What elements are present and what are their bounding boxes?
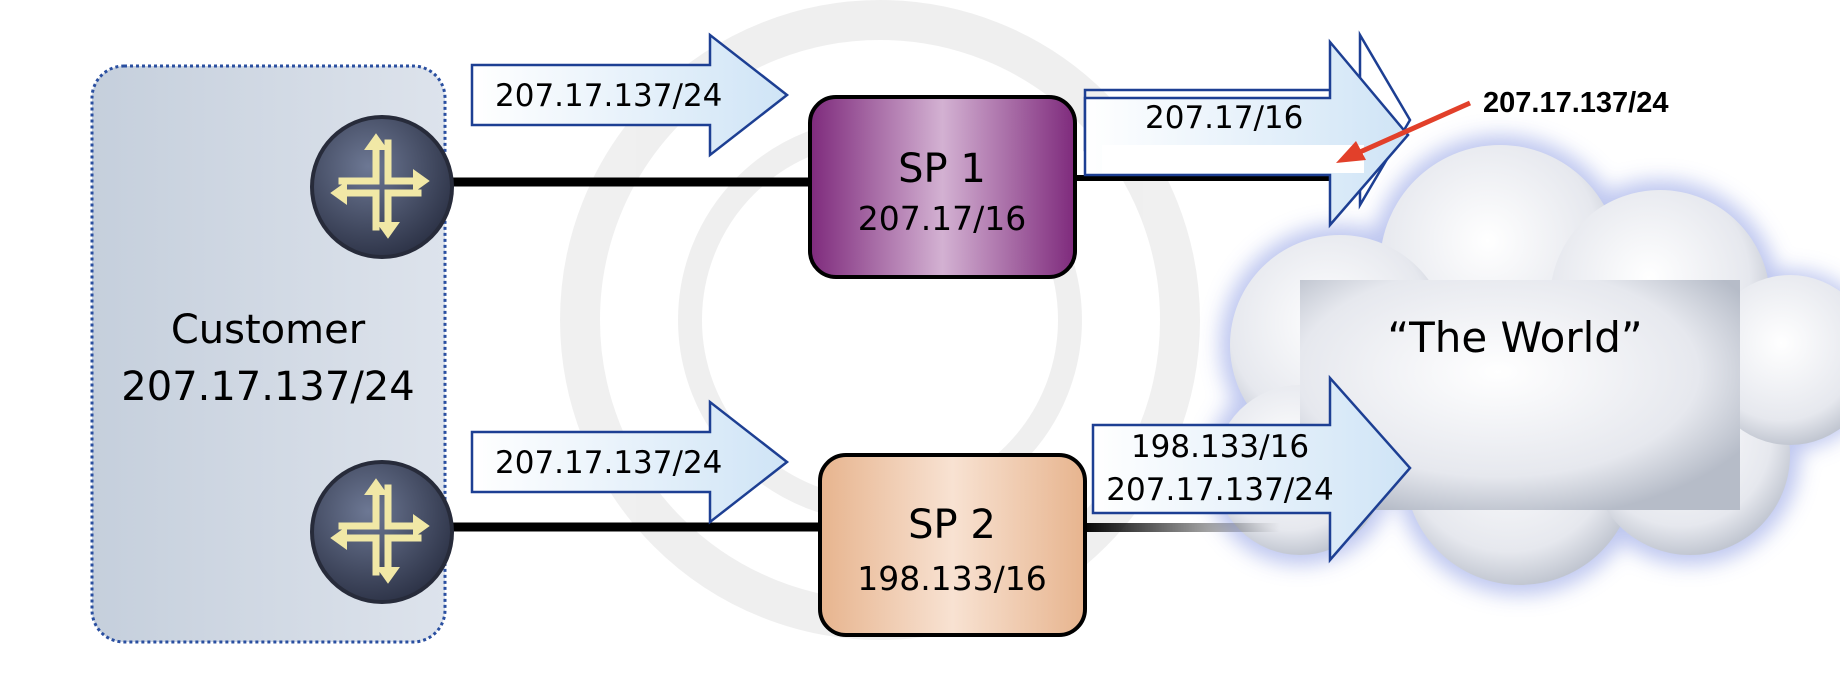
annotation-label: 207.17.137/24 xyxy=(1483,87,1668,119)
arrow-customer-to-sp1: 207.17.137/24 xyxy=(470,32,790,158)
sp1-box xyxy=(808,95,1077,279)
world-label: “The World” xyxy=(1387,313,1642,362)
adv-label-customer-to-sp1: 207.17.137/24 xyxy=(495,78,722,114)
world-cloud xyxy=(1205,135,1840,595)
sp1-title: SP 1 xyxy=(898,146,986,192)
arrow-customer-to-sp2: 207.17.137/24 xyxy=(470,399,790,525)
annotation: 207.17.137/24 xyxy=(1336,87,1668,163)
arrow-sp1-to-world: 207.17/16 xyxy=(1083,30,1412,229)
adv-label-sp1-to-world: 207.17/16 xyxy=(1145,100,1303,136)
annotation-arrow xyxy=(1358,100,1472,155)
customer-prefix: 207.17.137/24 xyxy=(121,364,414,410)
sp2-prefix: 198.133/16 xyxy=(857,559,1047,598)
adv-label-sp2-to-world: 207.17.137/24 xyxy=(1106,472,1333,508)
arrow-sp2-to-world: 198.133/16 207.17.137/24 xyxy=(1091,374,1412,564)
customer-title: Customer xyxy=(171,307,366,353)
sp2-title: SP 2 xyxy=(908,502,996,548)
router-icon xyxy=(310,115,454,259)
adv-label-customer-to-sp2: 207.17.137/24 xyxy=(495,445,722,481)
sp2-box xyxy=(818,453,1087,637)
router-icon xyxy=(310,460,454,604)
adv-label-sp2-to-world: 198.133/16 xyxy=(1131,429,1309,465)
annotation-arrowhead xyxy=(1336,141,1366,163)
withdrawn-route-gap xyxy=(1102,145,1364,173)
link-sp2-world xyxy=(1080,523,1280,532)
sp1-prefix: 207.17/16 xyxy=(858,199,1027,238)
